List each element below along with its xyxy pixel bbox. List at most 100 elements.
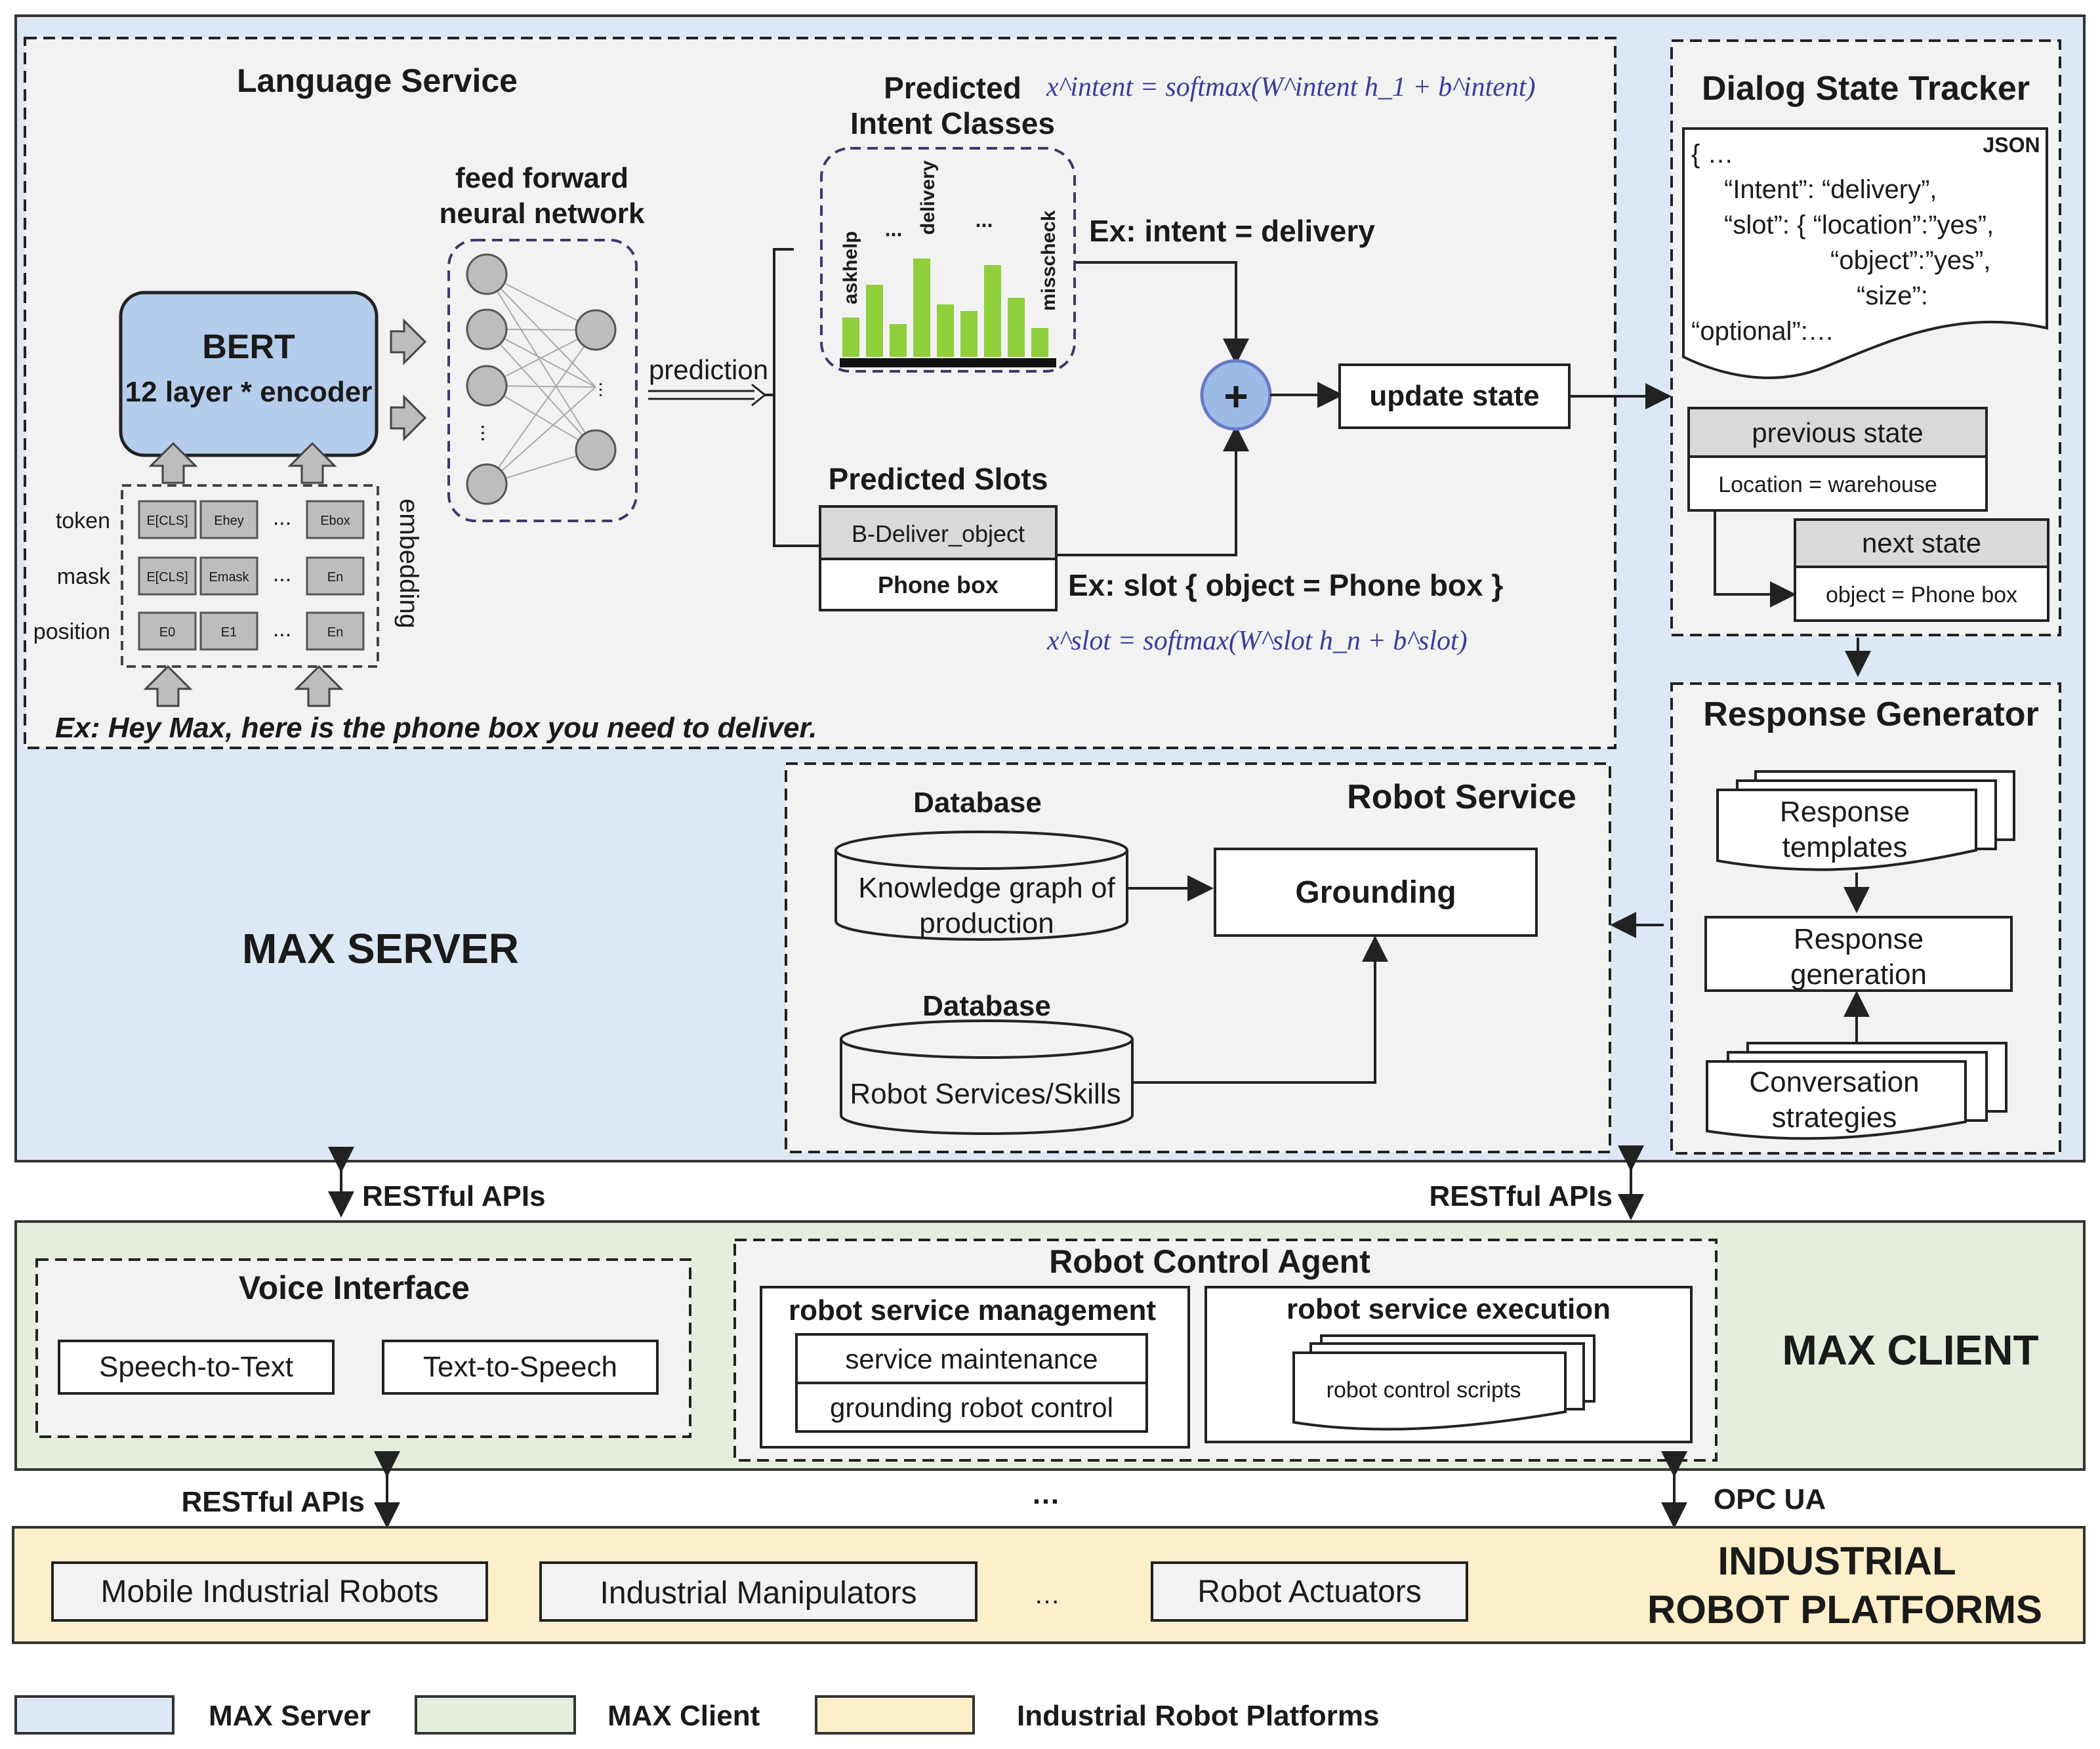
database2-text: Robot Services/Skills	[850, 1078, 1121, 1110]
actuators-box	[1151, 1561, 1468, 1622]
embedding-cell-label: E1	[221, 625, 237, 640]
embedding-block	[121, 484, 379, 668]
embedding-cell	[199, 500, 258, 539]
max-client-label: MAX CLIENT	[1782, 1327, 2038, 1374]
utterance-example: Ex: Hey Max, here is the phone box you n…	[55, 712, 817, 744]
slot-to-plus-line	[1056, 425, 1249, 556]
update-state-box	[1338, 363, 1571, 429]
restful-lower-label: RESTful APIs	[181, 1486, 365, 1518]
ffnn-node	[466, 253, 508, 295]
legend-swatch-server	[14, 1695, 175, 1735]
platforms-ellipsis: …	[1034, 1580, 1060, 1609]
database2-top	[840, 1019, 1134, 1059]
slot-example: Ex: slot { object = Phone box }	[1068, 568, 1503, 602]
robot-control-scripts-label: robot control scripts	[1327, 1378, 1521, 1403]
row-label-token: token	[56, 508, 110, 533]
robot-control-agent-title: Robot Control Agent	[1049, 1243, 1370, 1280]
database1-top	[834, 831, 1128, 870]
ffnn-node	[575, 429, 617, 471]
grounding-robot-control-label: grounding robot control	[830, 1392, 1113, 1423]
intent-label-ellipsis: ...	[885, 217, 903, 241]
ffnn-node	[466, 308, 508, 350]
intent-label-delivery: delivery	[917, 160, 939, 235]
skills-to-grounding-line	[1132, 936, 1388, 1084]
previous-state-value: Location = warehouse	[1718, 472, 1937, 497]
embedding-cell	[306, 611, 365, 651]
robot-service-title: Robot Service	[1347, 778, 1576, 816]
slot-value-box	[819, 558, 1058, 611]
intent-bar-chart	[842, 258, 1048, 357]
ffnn-node	[466, 365, 508, 407]
speech-to-text-box	[58, 1340, 335, 1395]
previous-state-title: previous state	[1752, 417, 1923, 448]
intent-bar	[1031, 328, 1048, 357]
dialog-state-tracker-title: Dialog State Tracker	[1702, 70, 2030, 108]
max-server-label: MAX SERVER	[242, 925, 519, 972]
slot-tag-box	[819, 505, 1058, 560]
grounding-robot-control-box	[795, 1382, 1148, 1433]
restful-left-label: RESTful APIs	[362, 1180, 546, 1212]
embedding-cell-label: En	[327, 570, 343, 585]
embedding-cell-label: E[CLS]	[146, 570, 188, 585]
slot-value: Phone box	[878, 571, 999, 598]
intent-bar	[937, 304, 954, 357]
voice-interface-title: Voice Interface	[239, 1269, 470, 1306]
ffnn-ellipsis: ...	[595, 381, 617, 398]
embedding-ellipsis: ...	[273, 562, 291, 586]
intent-example: Ex: intent = delivery	[1089, 214, 1375, 248]
embedding-ellipsis: ...	[273, 617, 291, 642]
intent-to-plus-line	[1076, 261, 1249, 365]
intent-bar	[984, 265, 1001, 357]
json-line: “optional”:…	[1691, 317, 1834, 346]
bert-box	[119, 291, 379, 457]
service-maintenance-label: service maintenance	[845, 1344, 1098, 1374]
service-execution-title: robot service execution	[1287, 1293, 1611, 1325]
database1-line2: production	[919, 907, 1054, 939]
mobile-robots-box	[51, 1561, 488, 1622]
intent-chart-box	[820, 147, 1076, 373]
legend-label-platforms: Industrial Robot Platforms	[1017, 1700, 1379, 1732]
intent-bar	[890, 324, 907, 357]
legend-label-server: MAX Server	[209, 1700, 371, 1732]
manipulators-box	[539, 1561, 978, 1622]
bert-output-arrow-1	[390, 318, 427, 365]
slot-formula: x^slot = softmax(W^slot h_n + b^slot)	[1046, 626, 1468, 656]
grounding-label: Grounding	[1295, 875, 1456, 910]
text-to-speech-box	[382, 1340, 659, 1395]
opc-ua-label: OPC UA	[1714, 1483, 1826, 1515]
response-templates-line2: templates	[1782, 831, 1908, 863]
speech-to-text-label: Speech-to-Text	[99, 1351, 293, 1383]
conversation-strategies-stack	[1706, 1042, 2007, 1140]
robot-control-scripts-stack	[1292, 1334, 1596, 1431]
response-generation-line2: generation	[1790, 958, 1927, 991]
prediction-branch	[773, 248, 820, 547]
embedding-cell-label: En	[327, 625, 343, 640]
embedding-cell-label: Ehey	[214, 514, 244, 528]
embedding-cell	[138, 556, 197, 596]
json-tag: JSON	[1983, 133, 2040, 157]
bert-subtitle: 12 layer * encoder	[125, 376, 373, 408]
intent-bar	[866, 285, 883, 357]
json-document	[1682, 127, 2048, 379]
response-generation-box	[1704, 916, 2013, 992]
legend-swatch-platforms	[815, 1695, 975, 1735]
database1-cylinder	[834, 850, 1128, 941]
embedding-ellipsis: ...	[273, 505, 291, 530]
legend-label-client: MAX Client	[607, 1700, 760, 1732]
ffnn-node	[466, 463, 508, 505]
next-state-value: object = Phone box	[1826, 583, 2017, 607]
intent-title-line2: Intent Classes	[850, 106, 1055, 140]
row-label-position: position	[33, 619, 110, 644]
ffnn-title-line1: feed forward	[455, 162, 628, 194]
database1-line1: Knowledge graph of	[858, 872, 1115, 904]
embedding-up-arrow-1	[148, 442, 198, 484]
json-line: “Intent”: “delivery”,	[1724, 175, 1937, 204]
json-line: { …	[1691, 140, 1733, 169]
platforms-label-line1: INDUSTRIAL	[1718, 1539, 1956, 1583]
embedding-up-arrow-2	[287, 442, 337, 484]
conversation-strategies-line1: Conversation	[1749, 1066, 1919, 1098]
slots-title: Predicted Slots	[829, 462, 1048, 496]
embedding-cell-label: Ebox	[320, 514, 350, 528]
embedding-cell-label: E0	[159, 625, 175, 640]
